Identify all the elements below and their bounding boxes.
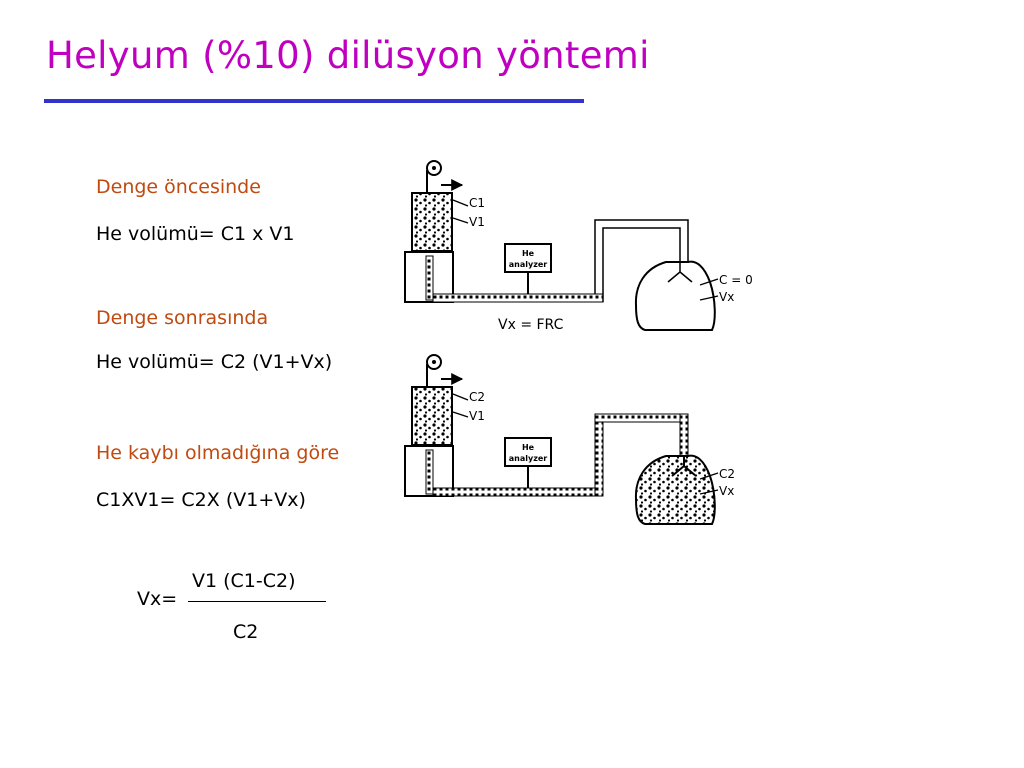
- bottom-spiro-v-label: V1: [469, 409, 485, 423]
- fraction-denominator: C2: [233, 621, 259, 643]
- spirometer-bottom: [404, 354, 464, 497]
- top-spiro-c-label: C1: [469, 196, 485, 210]
- top-lung-c-label: C = 0: [719, 273, 753, 287]
- bottom-spiro-c-label: C2: [469, 390, 485, 404]
- after-formula: He volümü= C2 (V1+Vx): [96, 351, 333, 373]
- spirometer-top: [404, 160, 464, 303]
- bottom-analyzer-word: analyzer: [509, 454, 548, 463]
- before-formula: He volümü= C1 x V1: [96, 223, 295, 245]
- tubing-top: [432, 219, 689, 303]
- diagram-bottom: C2 V1 He analyzer C2 Vx: [404, 354, 735, 525]
- vx-prefix: Vx=: [137, 588, 178, 610]
- fraction-bar: [188, 601, 326, 602]
- tubing-bottom: [432, 413, 689, 497]
- lung-top: [634, 260, 716, 331]
- bottom-lung-v-label: Vx: [719, 484, 734, 498]
- fraction-numerator: V1 (C1-C2): [192, 570, 296, 592]
- before-heading: Denge öncesinde: [96, 176, 261, 198]
- lung-bottom: [634, 454, 716, 525]
- top-analyzer-he: He: [522, 249, 535, 258]
- top-analyzer-word: analyzer: [509, 260, 548, 269]
- bottom-lung-c-label: C2: [719, 467, 735, 481]
- he-analyzer-bottom: He analyzer: [504, 437, 552, 488]
- conservation-heading: He kaybı olmadığına göre: [96, 442, 340, 464]
- bottom-analyzer-he: He: [522, 443, 535, 452]
- conservation-formula: C1XV1= C2X (V1+Vx): [96, 489, 306, 511]
- top-lung-v-label: Vx: [719, 290, 734, 304]
- diagram-top: C1 V1 He analyzer C = 0 Vx Vx = FRC: [404, 160, 753, 333]
- page-title: Helyum (%10) dilüsyon yöntemi: [46, 34, 650, 77]
- after-heading: Denge sonrasında: [96, 307, 269, 329]
- title-underline: [44, 99, 584, 103]
- top-caption: Vx = FRC: [498, 317, 564, 333]
- top-spiro-v-label: V1: [469, 215, 485, 229]
- he-analyzer-top: He analyzer: [504, 243, 552, 294]
